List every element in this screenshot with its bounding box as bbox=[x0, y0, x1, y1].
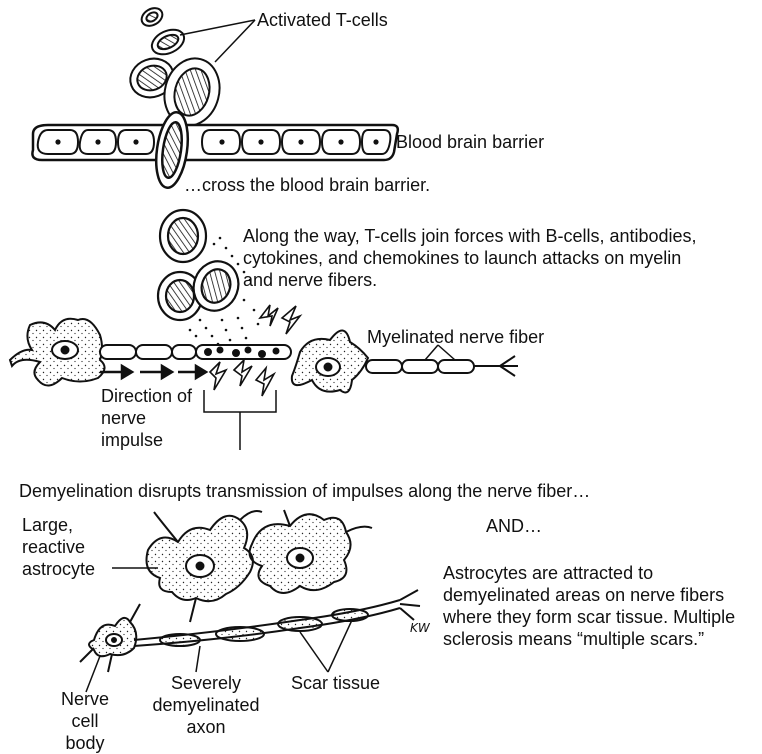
tcell-leader-lines bbox=[180, 20, 255, 62]
astrocyte-right bbox=[250, 510, 372, 593]
axon-myelin-left bbox=[100, 345, 196, 359]
damage-bracket bbox=[204, 390, 276, 450]
attacking-tcells bbox=[158, 210, 245, 320]
label-cross-barrier: …cross the blood brain barrier. bbox=[184, 174, 430, 196]
label-demyelination: Demyelination disrupts transmission of i… bbox=[19, 480, 590, 502]
label-myelinated-fiber: Myelinated nerve fiber bbox=[367, 326, 544, 348]
label-activated-tcells: Activated T-cells bbox=[257, 9, 388, 31]
damaged-myelin bbox=[196, 345, 291, 359]
astrocyte-left bbox=[147, 511, 263, 622]
label-nerve-cell-body: Nerve cell body bbox=[52, 688, 118, 754]
barrier-cells bbox=[32, 125, 397, 160]
demyelinated-axon bbox=[134, 590, 420, 646]
label-large-astrocyte: Large, reactive astrocyte bbox=[22, 514, 112, 580]
tcell-small bbox=[138, 5, 165, 30]
label-scar-tissue: Scar tissue bbox=[291, 672, 380, 694]
axon-myelin-right bbox=[366, 356, 518, 376]
label-blood-brain-barrier: Blood brain barrier bbox=[396, 131, 544, 153]
label-direction: Direction of nerve impulse bbox=[101, 385, 211, 451]
label-severely-demyelinated: Severely demyelinated axon bbox=[150, 672, 262, 738]
nerve-cell-small bbox=[80, 604, 140, 672]
label-astrocytes-text: Astrocytes are attracted to demyelinated… bbox=[443, 562, 759, 650]
label-and: AND… bbox=[486, 515, 542, 537]
neuron-right bbox=[292, 330, 368, 392]
label-along-the-way: Along the way, T-cells join forces with … bbox=[243, 225, 713, 291]
neuron-left bbox=[10, 319, 105, 386]
artist-signature: KW bbox=[410, 621, 431, 635]
direction-arrows bbox=[100, 366, 206, 378]
tcell-medium bbox=[148, 25, 188, 59]
